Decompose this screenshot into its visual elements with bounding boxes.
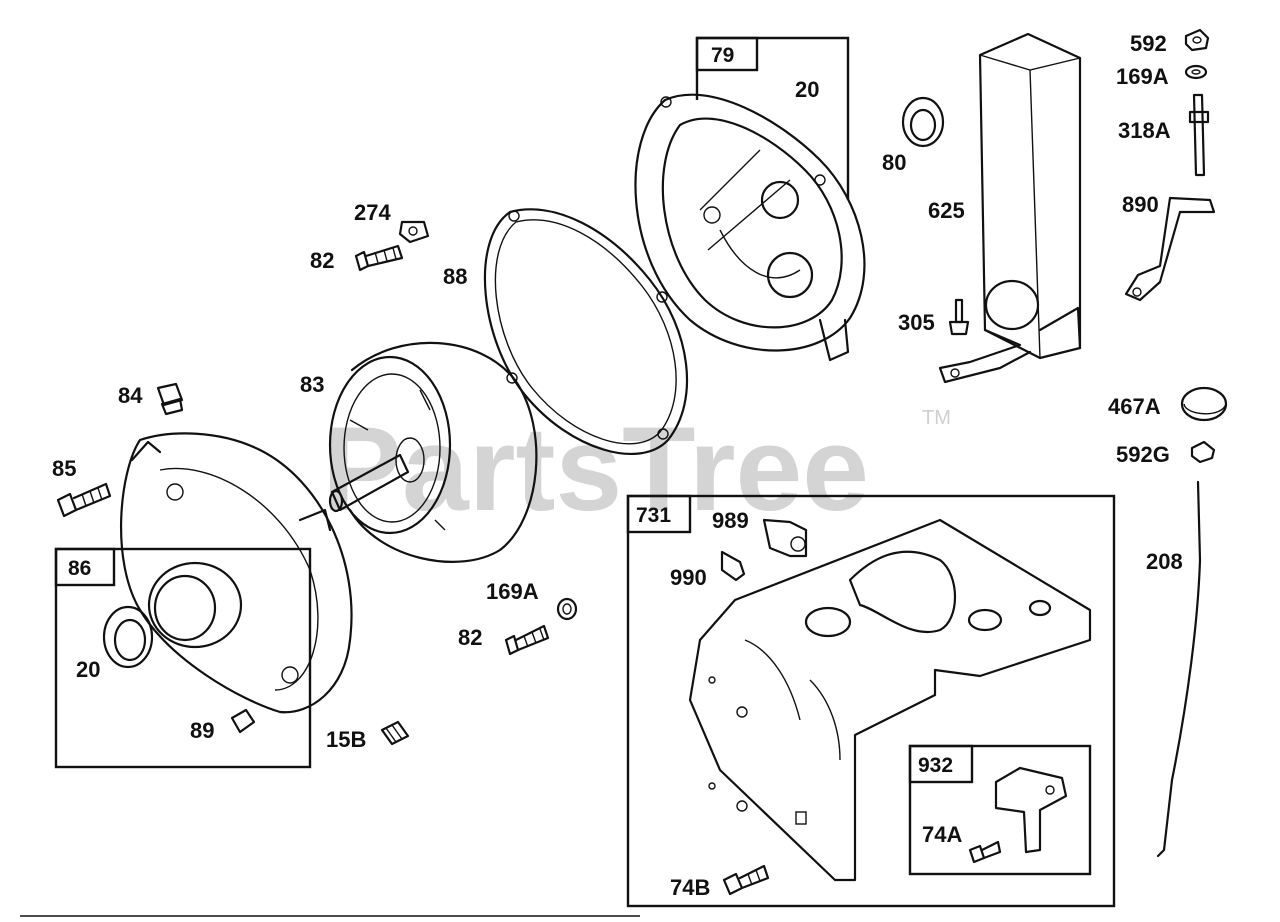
label-592G: 592G (1116, 442, 1170, 467)
label-80: 80 (882, 150, 906, 175)
callout-box-86: 86 (54, 547, 312, 769)
label-274: 274 (354, 200, 391, 225)
label-83: 83 (300, 372, 324, 397)
part-83-rotor (328, 341, 538, 563)
label-20-bottom: 20 (76, 657, 100, 682)
box-label-932: 932 (918, 754, 953, 777)
label-989: 989 (712, 508, 749, 533)
part-74A-bolt (968, 840, 1002, 864)
part-169A-washer-mid (556, 597, 578, 621)
part-592G-nut (1190, 440, 1216, 464)
part-318A-stud (1188, 93, 1210, 177)
part-274-clip (398, 220, 430, 244)
part-932-bracket (994, 766, 1068, 854)
callout-box-79: 79 (695, 36, 850, 200)
part-169A-washer-top (1184, 64, 1208, 80)
part-86-cover (120, 432, 353, 714)
part-79-housing (634, 93, 866, 362)
part-85-bolt (56, 482, 112, 518)
part-208-rod (1156, 480, 1202, 858)
label-20-top: 20 (795, 77, 819, 102)
watermark-trademark: TM (922, 407, 951, 429)
part-731-panel (688, 518, 1092, 882)
label-990: 990 (670, 565, 707, 590)
part-990-key (720, 550, 746, 582)
label-15B: 15B (326, 727, 366, 752)
part-15B-setscrew (380, 720, 410, 746)
label-82-top: 82 (310, 248, 334, 273)
label-89: 89 (190, 718, 214, 743)
label-84: 84 (118, 383, 143, 408)
part-89-plug (230, 708, 256, 734)
part-989-switch (762, 518, 808, 558)
label-208: 208 (1146, 549, 1183, 574)
watermark-text: PartsTree (322, 402, 869, 536)
box-label-86: 86 (68, 557, 91, 580)
label-467A: 467A (1108, 394, 1161, 419)
part-80-seal (901, 96, 945, 148)
label-74A: 74A (922, 822, 962, 847)
part-467A-cap (1180, 386, 1228, 422)
label-625: 625 (928, 198, 965, 223)
label-318A: 318A (1118, 118, 1171, 143)
label-85: 85 (52, 456, 76, 481)
label-169A-top: 169A (1116, 64, 1169, 89)
part-74B-bolt (722, 864, 770, 896)
callout-box-731: 731 (626, 494, 1116, 908)
part-592-nut (1184, 28, 1210, 52)
box-label-731: 731 (636, 504, 671, 527)
part-82-bolt-top (354, 244, 404, 272)
label-592: 592 (1130, 31, 1167, 56)
label-82-mid: 82 (458, 625, 482, 650)
label-169A-mid: 169A (486, 579, 539, 604)
part-890-bracket (1124, 196, 1216, 302)
part-88-gasket (483, 208, 689, 455)
label-88: 88 (443, 264, 467, 289)
part-305-bolt (948, 298, 970, 336)
part-625-duct (938, 32, 1082, 384)
part-82-bolt-mid (504, 624, 550, 656)
label-305: 305 (898, 310, 935, 335)
label-890: 890 (1122, 192, 1159, 217)
label-74B: 74B (670, 875, 710, 900)
box-label-79: 79 (711, 44, 734, 67)
callout-box-932: 932 (908, 744, 1092, 876)
part-20-seal-lower (102, 605, 154, 669)
part-84-plug (156, 382, 184, 416)
